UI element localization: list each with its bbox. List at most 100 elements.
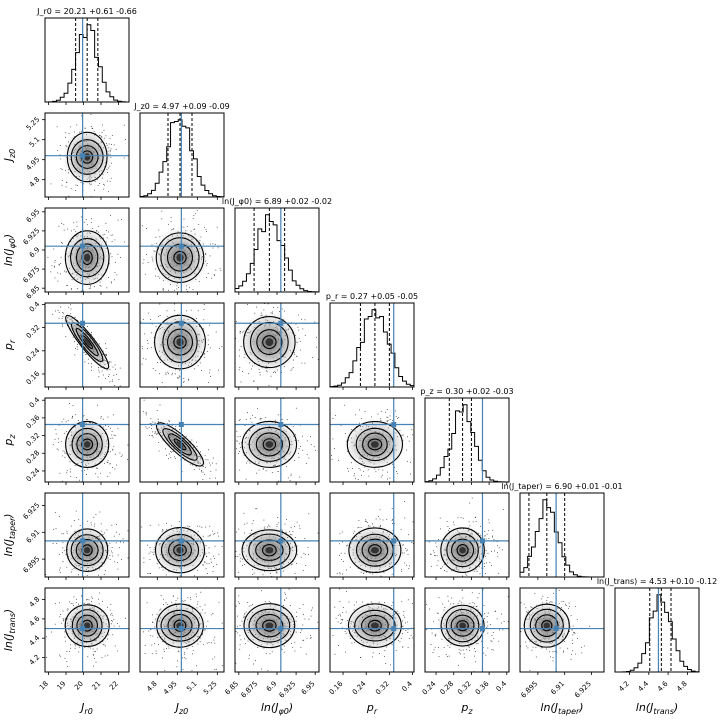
scatter-point: [165, 602, 167, 604]
scatter-point: [108, 374, 110, 376]
contour-0: [367, 438, 383, 451]
histogram-p_z: [425, 404, 509, 482]
scatter-point: [392, 420, 393, 421]
scatter-point: [344, 433, 346, 434]
scatter-point: [255, 660, 256, 662]
scatter-point: [440, 567, 442, 569]
scatter-point: [389, 580, 390, 581]
scatter-point: [123, 542, 124, 544]
panel-frame: [519, 492, 605, 578]
scatter-point: [242, 565, 243, 566]
scatter-point: [339, 543, 340, 545]
scatter-point: [94, 201, 95, 202]
scatter-point: [205, 229, 207, 230]
scatter-point: [63, 533, 65, 535]
scatter-point: [58, 438, 59, 440]
scatter-point: [251, 421, 253, 423]
contour-3: [156, 422, 204, 467]
scatter-point: [90, 126, 92, 127]
scatter-point: [166, 310, 168, 312]
scatter-point: [162, 657, 163, 659]
scatter-point: [118, 625, 120, 627]
scatter-point: [212, 571, 214, 572]
scatter-point: [240, 381, 242, 383]
scatter-point: [100, 416, 102, 417]
scatter-point: [218, 553, 220, 555]
scatter-point: [428, 570, 429, 571]
scatter-point: [214, 669, 216, 670]
scatter-point: [313, 446, 315, 448]
scatter-point: [202, 609, 204, 611]
scatter-point: [66, 470, 68, 472]
scatter-point: [256, 508, 258, 510]
scatter-point: [209, 582, 210, 583]
contour-3: [65, 314, 110, 370]
scatter-point: [185, 658, 187, 660]
scatter-point: [61, 169, 63, 170]
scatter-point: [21, 132, 22, 133]
histogram-J_r0: [45, 24, 129, 102]
scatter-point: [158, 524, 160, 526]
scatter-point: [308, 513, 310, 515]
scatter-point: [109, 137, 111, 139]
scatter-point: [291, 368, 293, 370]
scatter-point: [62, 293, 63, 294]
scatter-point: [71, 230, 72, 232]
scatter-point: [70, 308, 72, 310]
scatter-point: [352, 468, 353, 469]
scatter-point: [158, 316, 159, 317]
scatter-point: [52, 543, 54, 544]
scatter-point: [227, 314, 228, 315]
scatter-point: [342, 573, 343, 575]
scatter-point: [158, 450, 160, 452]
scatter-point: [192, 289, 194, 290]
scatter-point: [67, 666, 69, 667]
scatter-point: [143, 399, 145, 401]
density-core: [370, 546, 379, 554]
scatter-point: [95, 661, 97, 663]
scatter-point: [165, 372, 167, 374]
scatter-point: [251, 368, 252, 370]
scatter-point: [132, 364, 133, 365]
scatter-point: [61, 184, 63, 186]
scatter-point: [112, 379, 113, 381]
scatter-point: [418, 456, 419, 457]
scatter-point: [192, 650, 194, 651]
scatter-point: [121, 559, 122, 560]
scatter-point: [304, 554, 306, 555]
scatter-point: [77, 348, 79, 350]
scatter-point: [213, 533, 215, 535]
scatter-point: [159, 404, 161, 406]
scatter-point: [363, 470, 364, 472]
scatter-point: [78, 651, 80, 653]
scatter-point: [391, 520, 393, 521]
scatter-point: [62, 480, 63, 482]
scatter-point: [162, 288, 164, 289]
scatter-point: [109, 181, 111, 182]
scatter-point: [70, 304, 71, 306]
panel-frame: [234, 207, 320, 293]
scatter-point: [412, 434, 413, 436]
scatter-point: [156, 410, 158, 411]
scatter-point: [208, 563, 209, 564]
scatter-point: [291, 586, 292, 587]
scatter-point: [408, 568, 410, 569]
scatter-point: [93, 654, 94, 656]
scatter-point: [116, 531, 118, 533]
scatter-point: [421, 546, 422, 547]
scatter-point: [229, 471, 230, 472]
panel-p_z-ln(J_phi0): [229, 397, 320, 485]
scatter-point: [229, 556, 230, 557]
truth-marker: [278, 538, 284, 544]
scatter-point: [440, 582, 441, 583]
scatter-point: [184, 657, 185, 659]
scatter-point: [331, 455, 332, 456]
scatter-point: [401, 570, 403, 572]
scatter-point: [70, 296, 71, 297]
contour-1: [256, 329, 283, 356]
scatter-point: [117, 219, 119, 221]
scatter-point: [113, 202, 114, 203]
scatter-point: [239, 419, 241, 421]
scatter-point: [86, 599, 87, 601]
